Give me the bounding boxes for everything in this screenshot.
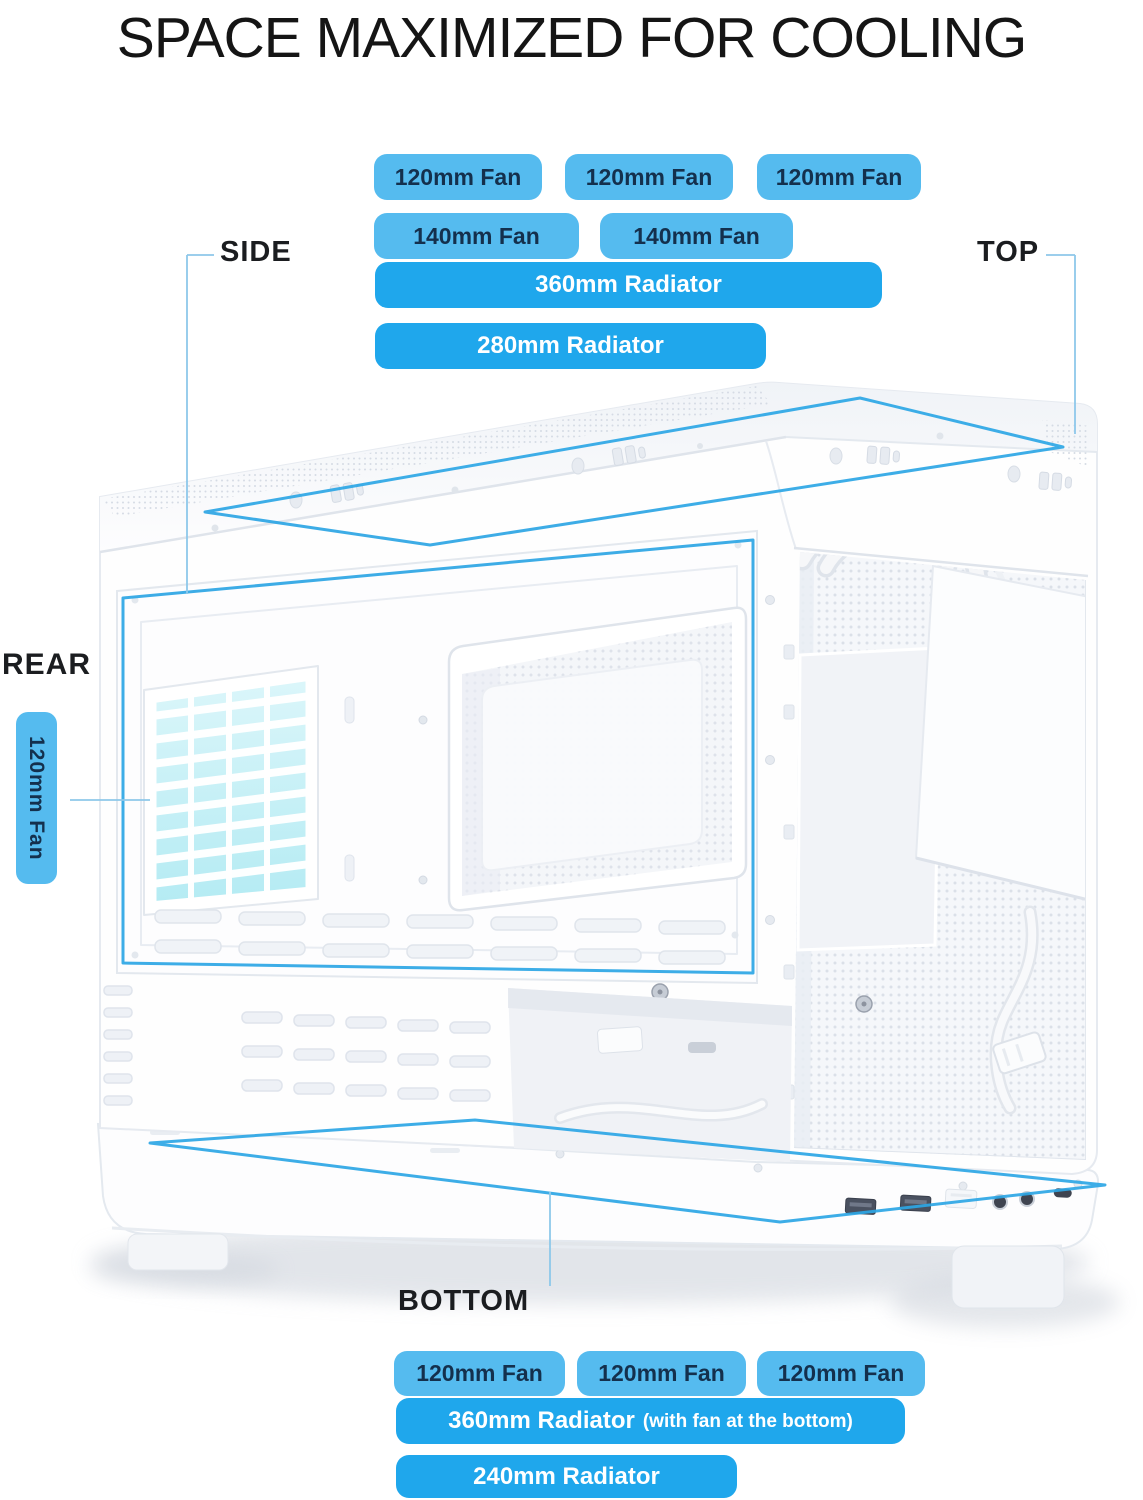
cable-connector xyxy=(992,1031,1047,1075)
case-feet xyxy=(127,1233,1065,1309)
top-connector-line xyxy=(1046,254,1076,434)
bottom-fan-badge: 120mm Fan xyxy=(757,1351,925,1396)
top-highlight-outline xyxy=(203,396,1065,547)
top-fan-badge: 120mm Fan xyxy=(565,154,733,200)
rear-fan-badge: 120mm Fan xyxy=(16,712,57,884)
page-title: SPACE MAXIMIZED FOR COOLING xyxy=(116,6,1027,70)
top-fan-badge: 140mm Fan xyxy=(374,213,579,259)
psu-cable xyxy=(989,905,1039,1115)
expansion-slot-vents xyxy=(103,985,491,1106)
psu-shroud xyxy=(914,564,1086,902)
top-radiator-badge: 360mm Radiator xyxy=(375,262,882,308)
side-lower-vents xyxy=(154,909,726,965)
rear-label: REAR xyxy=(2,648,92,681)
corner-perforation xyxy=(1042,420,1090,468)
side-connector-line xyxy=(186,254,214,594)
top-perforated-strip xyxy=(102,386,771,517)
top-radiator-badge: 280mm Radiator xyxy=(375,323,766,369)
top-label: TOP xyxy=(977,236,1040,268)
top-fan-badge: 120mm Fan xyxy=(374,154,542,200)
thumbscrews xyxy=(651,983,873,1013)
front-mesh-panel xyxy=(794,552,1086,1160)
rear-fan-grille xyxy=(143,665,319,916)
bottom-radiator-badge: 240mm Radiator xyxy=(396,1455,737,1498)
inner-chamber-opening xyxy=(796,646,942,952)
bottom-highlight-outline xyxy=(148,1118,1107,1224)
side-highlight-outline xyxy=(121,538,755,975)
bottom-fan-badge: 120mm Fan xyxy=(577,1351,746,1396)
side-label: SIDE xyxy=(220,236,292,268)
bottom-fan-badge: 120mm Fan xyxy=(394,1351,565,1396)
side-panel-opening xyxy=(447,606,748,912)
bottom-radiator-badge: 360mm Radiator (with fan at the bottom) xyxy=(396,1398,905,1444)
top-fan-badge: 120mm Fan xyxy=(757,154,921,200)
top-fan-badge: 140mm Fan xyxy=(600,213,793,259)
bottom-label: BOTTOM xyxy=(398,1285,530,1317)
usb-a-port xyxy=(844,1197,877,1215)
bottom-radiator-badge-note: (with fan at the bottom) xyxy=(642,1410,853,1432)
side-panel xyxy=(116,529,758,985)
bottom-radiator-badge-main: 360mm Radiator xyxy=(448,1407,635,1434)
lower-open-bay xyxy=(508,988,792,1162)
